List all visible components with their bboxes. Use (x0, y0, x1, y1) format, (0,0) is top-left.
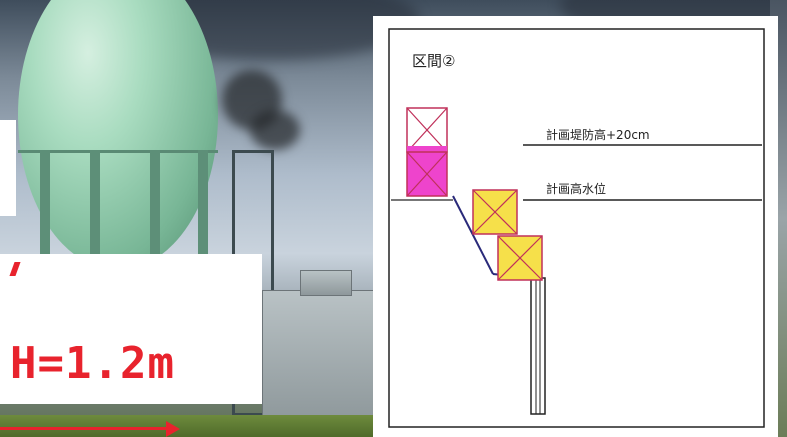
wall-outline (530, 277, 546, 415)
level-label-bottom: 計画高水位 (546, 182, 607, 196)
slope-line (452, 195, 494, 275)
red-arrow-line (0, 427, 172, 430)
section-diagram-svg (388, 28, 765, 428)
gas-tank-leg (150, 150, 160, 270)
sandbag-upper-band (407, 146, 447, 152)
height-label: H=1.2m (10, 338, 175, 389)
level-label-top: 計画堤防高+20cm (546, 128, 650, 142)
label-box (0, 254, 262, 404)
industrial-building (300, 270, 352, 296)
label-box-upper (0, 120, 16, 216)
red-arrow-head-icon (166, 421, 180, 437)
section-title: 区間② (412, 52, 456, 70)
gas-tank-sphere (18, 0, 218, 270)
section-diagram-panel (373, 16, 778, 437)
gas-tank-leg (40, 150, 50, 270)
gas-tank-band (18, 150, 218, 153)
gas-tank-leg (90, 150, 100, 270)
smoke-plume (250, 110, 300, 150)
industrial-building (262, 290, 374, 422)
diagram-frame (388, 28, 765, 428)
gas-tank-leg (198, 150, 208, 270)
